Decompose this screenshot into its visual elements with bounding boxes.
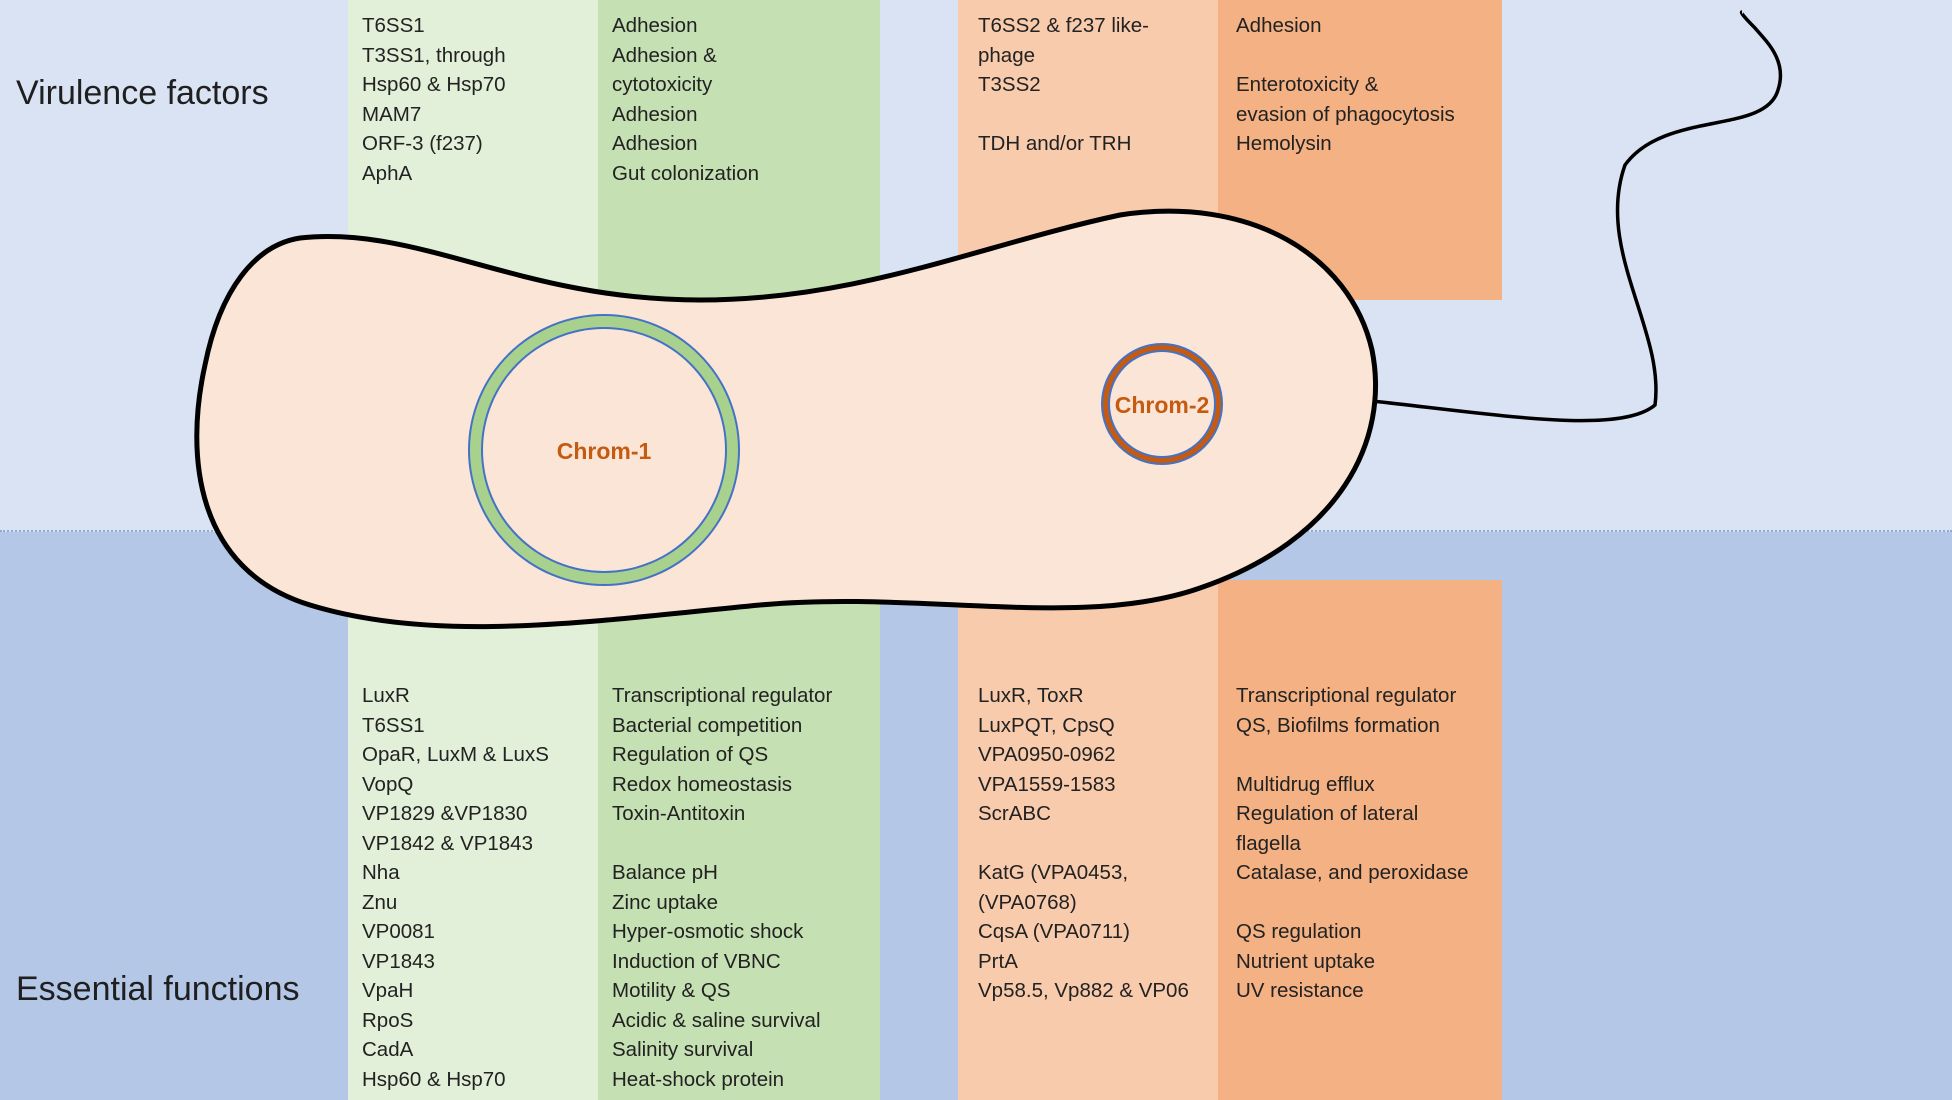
list-item: Transcriptional regulator: [1236, 684, 1457, 707]
list-item: Motility & QS: [612, 979, 731, 1002]
list-item: Regulation of QS: [612, 743, 769, 766]
list-item: Redox homeostasis: [612, 772, 793, 796]
list-item: Regulation of lateral: [1236, 802, 1419, 825]
list-item: Heat-shock protein: [612, 1067, 785, 1091]
list-item: QS, Biofilms formation: [1236, 713, 1440, 737]
list-item: VPA0950-0962: [978, 743, 1116, 766]
list-item: MAM7: [362, 102, 422, 126]
chrom2-essential-functions-column: [1218, 580, 1502, 1100]
list-item: Bacterial competition: [612, 713, 803, 737]
list-item: [1236, 41, 1502, 71]
list-item: AphA: [362, 161, 413, 185]
list-item: PrtA: [978, 949, 1018, 973]
chrom1-center: [483, 329, 725, 571]
list-item: Multidrug efflux: [1236, 772, 1375, 796]
list-item: Transcriptional regulator: [612, 684, 833, 707]
chrom1-essential-genes-column: [348, 580, 598, 1100]
list-item: T3SS1, through: [362, 43, 506, 67]
chrom1-label: Chrom-1: [557, 438, 652, 464]
list-item: Nutrient uptake: [1236, 949, 1376, 973]
list-item: Salinity survival: [612, 1038, 754, 1061]
chrom1-virulence-functions-column: [598, 0, 880, 300]
list-item: T6SS1: [362, 713, 425, 737]
list-item: Balance pH: [612, 861, 718, 884]
list-item: VP1829 &VP1830: [362, 802, 528, 825]
chrom2-label: Chrom-2: [1115, 392, 1210, 418]
list-item: flagella: [1236, 831, 1301, 855]
list-item: LuxPQT, CpsQ: [978, 713, 1115, 737]
list-item: VP1842 & VP1843: [362, 831, 533, 855]
list-item: QS regulation: [1236, 920, 1362, 943]
list-item: Adhesion: [1236, 14, 1322, 37]
list-item: [978, 100, 1218, 130]
list-item: VP1843: [362, 949, 435, 973]
list-item: LuxR: [362, 684, 410, 707]
list-item: [1236, 740, 1502, 770]
list-item: Hemolysin: [1236, 132, 1332, 155]
list-item: cytotoxicity: [612, 73, 713, 96]
list-item: (VPA0768): [978, 890, 1077, 914]
chrom2-center: [1110, 352, 1214, 456]
list-item: Induction of VBNC: [612, 949, 781, 973]
essential-functions-label: Essential functions: [16, 970, 300, 1008]
list-item: T3SS2: [978, 73, 1041, 96]
list-item: Znu: [362, 890, 398, 914]
list-item: [612, 829, 880, 859]
list-item: Gut colonization: [612, 161, 760, 185]
list-item: Hsp60 & Hsp70: [362, 73, 506, 96]
list-item: ORF-3 (f237): [362, 132, 483, 155]
list-item: Adhesion: [612, 102, 698, 126]
list-item: Adhesion &: [612, 43, 717, 67]
flagellum: [1371, 10, 1783, 423]
list-item: phage: [978, 43, 1036, 67]
list-item: VP0081: [362, 920, 435, 943]
list-item: evasion of phagocytosis: [1236, 102, 1455, 126]
list-item: Catalase, and peroxidase: [1236, 861, 1469, 884]
list-item: VopQ: [362, 772, 414, 796]
list-item: Toxin-Antitoxin: [612, 802, 746, 825]
list-item: VpaH: [362, 979, 414, 1002]
list-item: KatG (VPA0453,: [978, 861, 1129, 884]
list-item: T6SS1: [362, 14, 425, 37]
list-item: [1236, 888, 1502, 918]
list-item: TDH and/or TRH: [978, 132, 1132, 155]
list-item: VPA1559-1583: [978, 772, 1116, 796]
list-item: Hsp60 & Hsp70: [362, 1067, 506, 1091]
list-item: UV resistance: [1236, 979, 1364, 1002]
list-item: ScrABC: [978, 802, 1051, 825]
chrom2-essential-genes-column: [958, 580, 1218, 1100]
list-item: Adhesion: [612, 14, 698, 37]
list-item: Adhesion: [612, 132, 698, 155]
list-item: Acidic & saline survival: [612, 1008, 821, 1032]
list-item: Vp58.5, Vp882 & VP06: [978, 979, 1189, 1002]
list-item: Zinc uptake: [612, 890, 718, 914]
list-item: CadA: [362, 1038, 414, 1061]
list-item: OpaR, LuxM & LuxS: [362, 743, 549, 766]
list-item: Nha: [362, 861, 400, 884]
list-item: LuxR, ToxR: [978, 684, 1084, 707]
list-item: RpoS: [362, 1008, 414, 1032]
virulence-factors-label: Virulence factors: [16, 74, 269, 112]
list-item: Enterotoxicity &: [1236, 73, 1379, 96]
chrom1-essential-functions-column: [598, 580, 880, 1100]
list-item: CqsA (VPA0711): [978, 920, 1130, 943]
list-item: [978, 829, 1218, 859]
list-item: Hyper-osmotic shock: [612, 920, 804, 943]
list-item: T6SS2 & f237 like-: [978, 14, 1149, 37]
